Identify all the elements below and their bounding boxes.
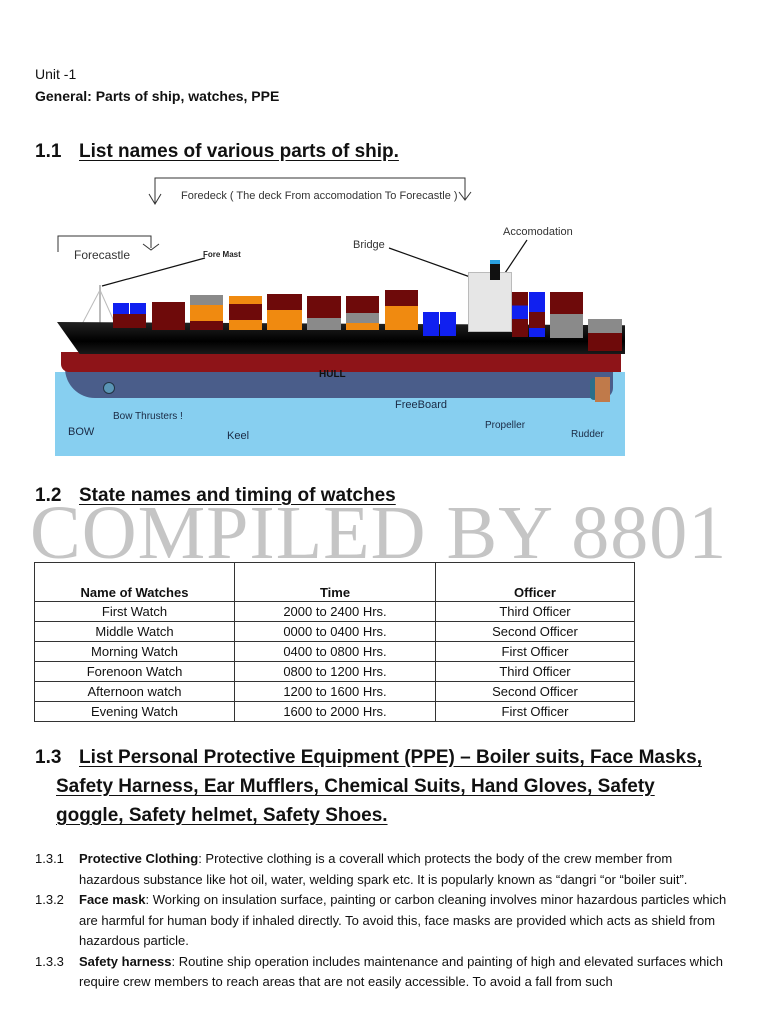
watch-time: 0000 to 0400 Hrs. — [234, 621, 436, 642]
section-title-line-1: List Personal Protective Equipment (PPE)… — [79, 747, 702, 768]
watch-time: 1600 to 2000 Hrs. — [234, 701, 436, 722]
item-text: : Routine ship operation includes mainte… — [79, 953, 723, 990]
watches-table: Name of Watches Time Officer First Watch… — [34, 562, 635, 722]
item-text: : Working on insulation surface, paintin… — [79, 892, 727, 948]
item-number: 1.3.1 — [35, 851, 64, 866]
underwater-hull — [65, 368, 613, 398]
label-forecastle: Forecastle — [74, 248, 131, 262]
watch-time: 0800 to 1200 Hrs. — [234, 661, 436, 682]
label-bow: BOW — [68, 426, 95, 438]
section-title: State names and timing of watches — [79, 485, 396, 506]
item-term: Safety harness — [79, 953, 172, 969]
watch-name: Evening Watch — [34, 701, 235, 722]
table-row: Evening Watch 1600 to 2000 Hrs. First Of… — [34, 701, 635, 722]
watch-name: Afternoon watch — [34, 681, 235, 702]
watch-officer: First Officer — [435, 641, 635, 662]
item-number: 1.3.3 — [35, 953, 64, 969]
watch-time: 1200 to 1600 Hrs. — [234, 681, 436, 702]
hull-red-band — [61, 352, 621, 372]
section-title-line-3: goggle, Safety helmet, Safety Shoes. — [56, 805, 388, 826]
watch-officer: Third Officer — [435, 661, 635, 682]
table-row: Afternoon watch 1200 to 1600 Hrs. Second… — [34, 681, 635, 702]
watch-name: First Watch — [34, 601, 235, 622]
list-item: 1.3.3 Safety harness: Routine ship opera… — [35, 952, 735, 993]
unit-label: Unit -1 — [35, 66, 77, 82]
header-name-of-watches: Name of Watches — [34, 562, 235, 602]
list-item: 1.3.1 Protective Clothing: Protective cl… — [35, 849, 735, 890]
watch-officer: Third Officer — [435, 601, 635, 622]
watch-time: 2000 to 2400 Hrs. — [234, 601, 436, 622]
table-row: Middle Watch 0000 to 0400 Hrs. Second Of… — [34, 621, 635, 642]
header-time: Time — [234, 562, 436, 602]
label-freeboard: FreeBoard — [395, 399, 447, 411]
label-fore-mast: Fore Mast — [203, 250, 241, 259]
ship-parts-diagram: Foredeck ( The deck From accomodation To… — [55, 172, 625, 457]
section-title-line-2: Safety Harness, Ear Mufflers, Chemical S… — [56, 776, 655, 797]
label-accomodation: Accomodation — [503, 226, 573, 238]
label-propeller: Propeller — [485, 420, 526, 431]
document-subtitle: General: Parts of ship, watches, PPE — [35, 88, 280, 104]
table-header-row: Name of Watches Time Officer — [34, 562, 635, 602]
section-heading-1-2: 1.2 State names and timing of watches — [35, 485, 396, 507]
list-item: 1.3.2 Face mask: Working on insulation s… — [35, 890, 735, 952]
funnel-icon — [490, 260, 500, 280]
item-number: 1.3.2 — [35, 892, 64, 907]
section-number: 1.1 — [35, 141, 62, 162]
bow-thruster-icon — [103, 382, 115, 394]
propeller-icon — [590, 378, 598, 400]
watch-officer: Second Officer — [435, 621, 635, 642]
label-rudder: Rudder — [571, 429, 604, 440]
watch-name: Morning Watch — [34, 641, 235, 662]
label-keel: Keel — [227, 430, 250, 442]
section-number: 1.3 — [35, 747, 62, 768]
label-bridge: Bridge — [353, 239, 385, 251]
item-term: Face mask — [79, 892, 146, 907]
ppe-list: 1.3.1 Protective Clothing: Protective cl… — [35, 849, 735, 993]
item-term: Protective Clothing — [79, 851, 199, 866]
watermark-text: COMPILED BY 8801 — [30, 491, 728, 575]
watch-officer: First Officer — [435, 701, 635, 722]
table-row: First Watch 2000 to 2400 Hrs. Third Offi… — [34, 601, 635, 622]
label-foredeck: Foredeck ( The deck From accomodation To… — [181, 190, 458, 202]
watch-officer: Second Officer — [435, 681, 635, 702]
rudder-icon — [595, 377, 610, 402]
section-number: 1.2 — [35, 485, 62, 506]
section-heading-1-1: 1.1 List names of various parts of ship. — [35, 141, 399, 163]
label-bow-thrusters: Bow Thrusters ! — [113, 411, 183, 422]
section-title: List names of various parts of ship. — [79, 141, 399, 162]
item-text: : Protective clothing is a coverall whic… — [79, 851, 688, 887]
header-officer: Officer — [435, 562, 635, 602]
table-row: Forenoon Watch 0800 to 1200 Hrs. Third O… — [34, 661, 635, 682]
watch-time: 0400 to 0800 Hrs. — [234, 641, 436, 662]
accommodation-block — [468, 272, 512, 332]
watch-name: Forenoon Watch — [34, 661, 235, 682]
watch-name: Middle Watch — [34, 621, 235, 642]
table-row: Morning Watch 0400 to 0800 Hrs. First Of… — [34, 641, 635, 662]
section-heading-1-3: 1.3 List Personal Protective Equipment (P… — [35, 743, 735, 830]
label-hull: HULL — [319, 369, 346, 380]
